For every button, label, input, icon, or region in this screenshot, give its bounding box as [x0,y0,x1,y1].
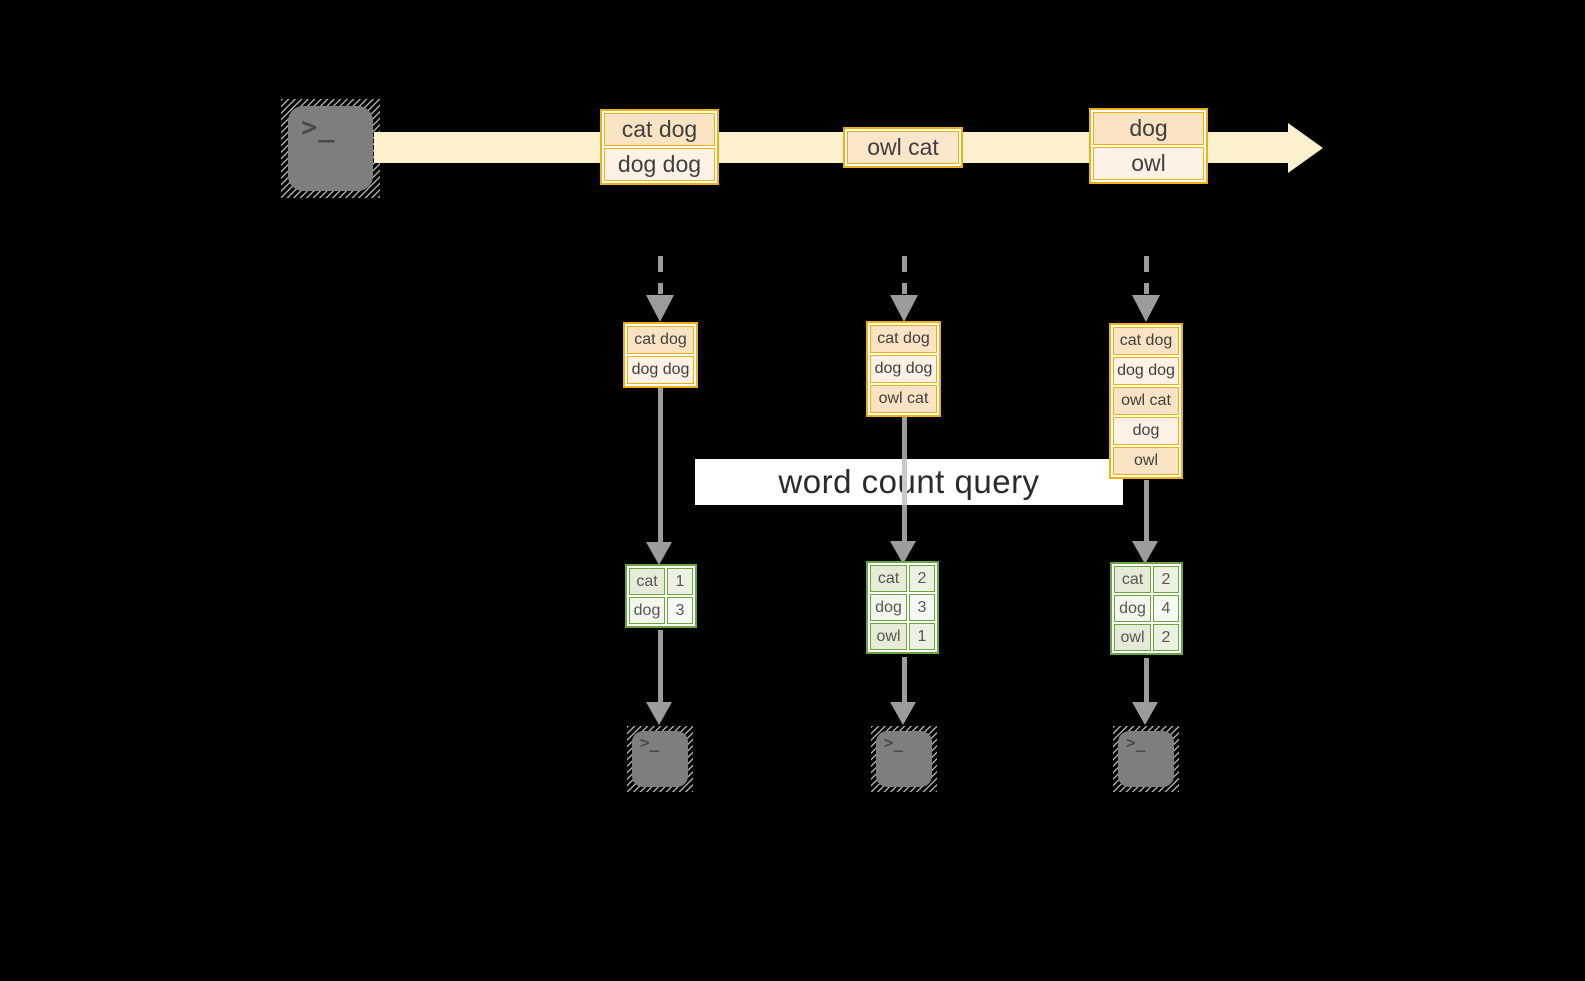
output-terminal-icon-2: >_ [871,726,937,792]
batch-item: owl cat [847,131,959,164]
count-cell: 2 [909,565,935,592]
trigger-arrow-dashed-3 [1143,256,1149,294]
buffer-item: dog [1113,417,1179,445]
input-buffer-2: cat dog dog dog owl cat [866,321,941,417]
output-arrowhead-icon [890,702,916,725]
stream-batch-3: dog owl [1089,108,1208,184]
output-arrowhead-icon [646,702,672,725]
count-table-1: cat 1 dog 3 [625,564,697,628]
word-cell: dog [870,594,907,621]
count-table-2: cat 2 dog 3 owl 1 [866,561,939,654]
count-row: cat 2 [870,565,935,592]
output-arrow-line-1 [657,630,663,704]
terminal-prompt-icon: >_ [301,112,336,143]
buffer-item: cat dog [870,325,937,353]
terminal-prompt-icon: >_ [640,733,660,752]
word-cell: dog [1114,595,1151,622]
process-arrowhead-icon [890,541,916,564]
word-cell: cat [629,568,665,595]
buffer-item: dog dog [870,355,937,383]
input-buffer-3: cat dog dog dog owl cat dog owl [1109,323,1183,479]
batch-item: owl [1093,147,1204,180]
stream-batch-1: cat dog dog dog [600,109,719,185]
count-row: cat 1 [629,568,693,595]
count-cell: 2 [1153,624,1179,651]
trigger-arrowhead-icon [890,295,918,322]
count-cell: 3 [909,594,935,621]
buffer-item: dog dog [627,356,694,384]
word-cell: owl [870,623,907,650]
buffer-item: owl [1113,447,1179,475]
source-terminal-icon: >_ [281,99,380,198]
batch-item: dog [1093,112,1204,145]
trigger-arrow-dashed-1 [657,256,663,294]
terminal-screen: >_ [288,106,373,191]
trigger-arrowhead-icon [646,295,674,322]
count-row: cat 2 [1114,566,1179,593]
count-cell: 1 [909,623,935,650]
buffer-item: owl cat [1113,387,1179,415]
terminal-screen: >_ [632,731,688,787]
count-cell: 3 [667,597,693,624]
terminal-prompt-icon: >_ [884,733,904,752]
trigger-arrowhead-icon [1132,295,1160,322]
input-buffer-1: cat dog dog dog [623,322,698,388]
process-arrowhead-icon [646,542,672,565]
count-cell: 2 [1153,566,1179,593]
output-arrow-line-3 [1143,658,1149,704]
output-terminal-icon-1: >_ [627,726,693,792]
terminal-screen: >_ [1118,731,1174,787]
buffer-item: cat dog [627,326,694,354]
count-cell: 1 [667,568,693,595]
count-row: dog 3 [870,594,935,621]
count-row: dog 3 [629,597,693,624]
stream-arrowhead-icon [1288,123,1323,173]
count-row: owl 1 [870,623,935,650]
buffer-item: owl cat [870,385,937,413]
buffer-item: cat dog [1113,327,1179,355]
word-count-query-label: word count query [695,459,1123,505]
terminal-prompt-icon: >_ [1126,733,1146,752]
output-arrowhead-icon [1132,702,1158,725]
word-cell: cat [1114,566,1151,593]
word-cell: dog [629,597,665,624]
count-cell: 4 [1153,595,1179,622]
count-table-3: cat 2 dog 4 owl 2 [1110,562,1183,655]
process-arrowhead-icon [1132,541,1158,564]
word-cell: cat [870,565,907,592]
stream-batch-2: owl cat [843,127,963,168]
process-arrow-line-3 [1143,480,1149,542]
count-row: dog 4 [1114,595,1179,622]
count-row: owl 2 [1114,624,1179,651]
process-arrow-line-1 [657,387,663,543]
buffer-item: dog dog [1113,357,1179,385]
output-arrow-line-2 [901,657,907,704]
output-terminal-icon-3: >_ [1113,726,1179,792]
batch-item: cat dog [604,113,715,146]
trigger-arrow-dashed-2 [901,256,907,294]
batch-item: dog dog [604,148,715,181]
word-cell: owl [1114,624,1151,651]
terminal-screen: >_ [876,731,932,787]
process-arrow-overlay-2 [901,459,907,505]
